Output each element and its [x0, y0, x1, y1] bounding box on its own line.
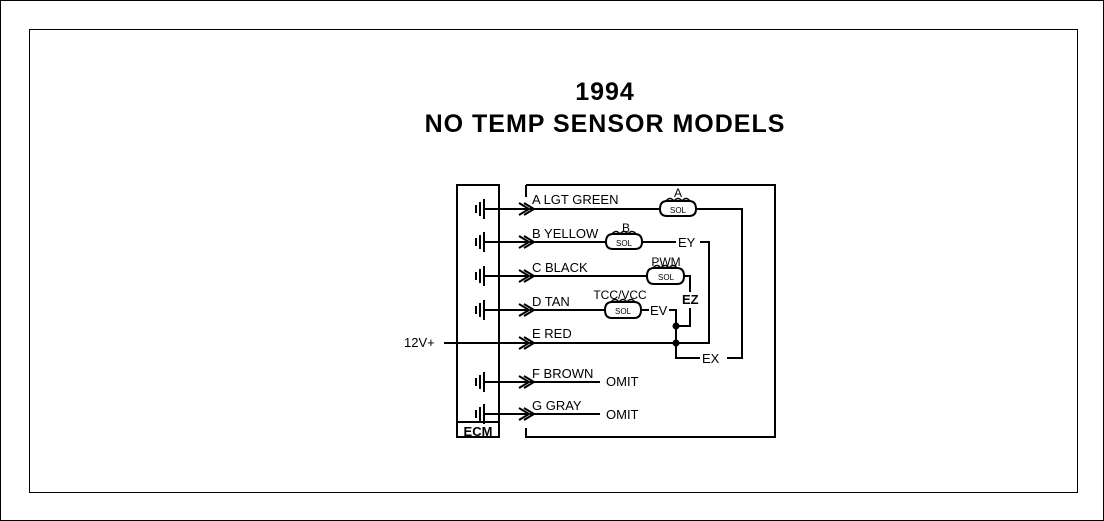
ecm-driver-b: [475, 232, 485, 252]
node-ex-label: EX: [702, 351, 720, 366]
figure-frame: [29, 29, 1078, 493]
junction-e: [672, 339, 680, 347]
pin-e-label: E RED: [532, 326, 572, 341]
solenoid-tcc-tag: SOL: [615, 307, 632, 316]
pin-a-label: A LGT GREEN: [532, 192, 618, 207]
solenoid-b-tag: SOL: [616, 239, 633, 248]
junction-ez: [672, 322, 680, 330]
solenoid-tcc-name: TCC/VCC: [593, 288, 647, 302]
supply-label: 12V+: [404, 335, 435, 350]
solenoid-pwm-symbol: [645, 264, 686, 285]
pin-d-label: D TAN: [532, 294, 570, 309]
ecm-label: ECM: [464, 424, 493, 439]
solenoid-b-symbol: [604, 230, 644, 250]
pin-g-label: G GRAY: [532, 398, 582, 413]
pin-c-label: C BLACK: [532, 260, 588, 275]
title-main: NO TEMP SENSOR MODELS: [424, 110, 786, 138]
solenoid-a-tag: SOL: [670, 206, 687, 215]
solenoid-pwm-name: PWM: [651, 255, 680, 269]
omit-g-label: OMIT: [606, 407, 639, 422]
wire-pwm-out: [684, 275, 691, 292]
solenoid-tcc-symbol: [603, 298, 643, 319]
wire-a-return: [696, 208, 743, 359]
solenoid-b-name: B: [622, 221, 630, 235]
title-year: 1994: [575, 78, 635, 106]
node-ev-label: EV: [650, 303, 668, 318]
pin-f-label: F BROWN: [532, 366, 593, 381]
pin-b-label: B YELLOW: [532, 226, 599, 241]
ecm-driver-c: [475, 266, 485, 286]
ecm-driver-f: [475, 372, 485, 392]
connector-outline: [525, 184, 776, 438]
node-ez-label: EZ: [682, 292, 699, 307]
ecm-driver-a: [475, 199, 485, 219]
wire-ev: [669, 309, 700, 359]
wire-ey: [676, 241, 710, 344]
solenoid-a-name: A: [674, 186, 682, 200]
ecm-driver-d: [475, 300, 485, 320]
node-ey-label: EY: [678, 235, 696, 250]
solenoid-a-symbol: [658, 197, 698, 217]
omit-f-label: OMIT: [606, 374, 639, 389]
solenoid-pwm-tag: SOL: [658, 273, 675, 282]
wire-ez: [676, 308, 691, 327]
